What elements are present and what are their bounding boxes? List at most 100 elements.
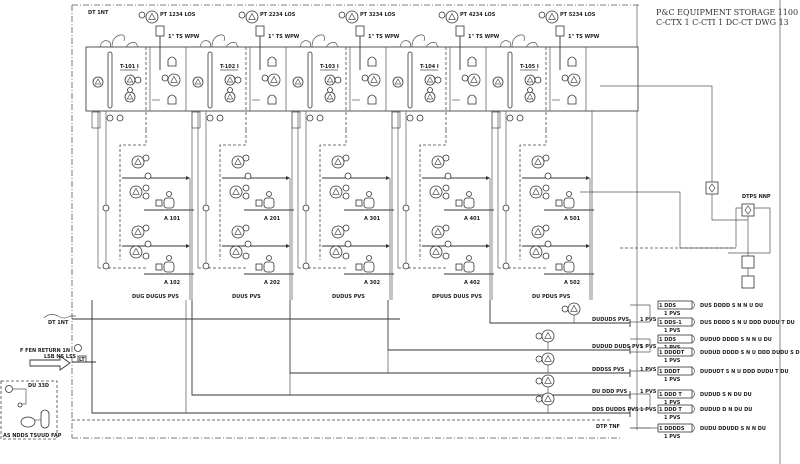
pump-instrument-icon bbox=[329, 185, 343, 199]
destination-line-tag: 1 PVS bbox=[664, 434, 681, 440]
analyzer-icon bbox=[245, 10, 259, 24]
gauge-icon bbox=[306, 114, 314, 122]
coupling-icon bbox=[355, 263, 363, 271]
gauge-icon bbox=[535, 395, 543, 403]
gauge-icon bbox=[535, 332, 543, 340]
gauge-icon bbox=[561, 74, 569, 82]
destination-line-tag: 1 PVS bbox=[664, 328, 681, 334]
gauge-icon bbox=[202, 204, 210, 212]
motor-icon bbox=[463, 261, 475, 273]
gauge-icon bbox=[416, 114, 424, 122]
gauge-icon bbox=[544, 172, 552, 180]
pump-a-label: A 201 bbox=[264, 216, 281, 222]
level-switch-icon bbox=[167, 94, 177, 105]
gauge-icon bbox=[242, 224, 250, 232]
gauge-icon bbox=[116, 114, 124, 122]
vent-stack-icon bbox=[155, 25, 165, 37]
analyzer-icon bbox=[392, 76, 404, 88]
gauge-icon bbox=[316, 114, 324, 122]
flow-arrow-icon bbox=[286, 176, 290, 180]
control-panel-label: DTPS NNP bbox=[742, 194, 771, 200]
analyzer-icon bbox=[492, 76, 504, 88]
gauge-icon bbox=[166, 255, 172, 261]
pump-instrument-icon bbox=[331, 155, 345, 169]
destination-tag-box bbox=[657, 347, 693, 357]
gauge-icon bbox=[438, 11, 446, 19]
outlet-header bbox=[489, 300, 631, 327]
destination-tag-box bbox=[657, 389, 693, 399]
level-switch-icon bbox=[567, 94, 577, 105]
coupling-icon bbox=[155, 263, 163, 271]
destination-label: DUDU DDUDD S N N DU bbox=[700, 426, 766, 432]
frame-bottom-tag: DTP TNF bbox=[596, 424, 620, 430]
coupling-icon bbox=[455, 199, 463, 207]
compressor-footer: AS NDDS TSUUD FAP bbox=[3, 433, 62, 439]
gauge-icon bbox=[542, 154, 550, 162]
gauge-icon bbox=[402, 204, 410, 212]
gauge-icon bbox=[142, 224, 150, 232]
stack-tag: 1" TS WPW bbox=[268, 34, 300, 40]
analyzer-icon bbox=[267, 73, 281, 87]
header-label: DUG DUGUS PVS bbox=[132, 294, 179, 300]
analyzer-icon bbox=[92, 76, 104, 88]
pump-instrument-icon bbox=[531, 225, 545, 239]
analyzer-icon bbox=[192, 76, 204, 88]
pump-instrument-icon bbox=[131, 225, 145, 239]
gauge-icon bbox=[266, 255, 272, 261]
gauge-icon bbox=[444, 240, 452, 248]
analyzer-icon bbox=[424, 74, 436, 86]
unit-top-tag: PT 1234 LOS bbox=[160, 12, 196, 18]
gauge-icon bbox=[502, 262, 510, 270]
analyzer-icon bbox=[292, 76, 304, 88]
gauge-icon bbox=[138, 11, 146, 19]
destination-tag: 1 DDS bbox=[659, 303, 677, 309]
gauge-icon bbox=[566, 191, 572, 197]
gauge-icon bbox=[344, 240, 352, 248]
destination-label: DUDUD D N DU DU bbox=[700, 407, 752, 413]
pump-b-label: A 202 bbox=[264, 280, 281, 286]
pump-instrument-icon bbox=[531, 155, 545, 169]
destination-arrow-icon bbox=[691, 366, 695, 376]
flow-arrow-icon bbox=[286, 244, 290, 248]
destination-tag-box bbox=[657, 366, 693, 376]
gauge-icon bbox=[542, 252, 550, 260]
destination-tag: 1 DDDDS bbox=[659, 426, 685, 432]
header-pipe bbox=[91, 300, 630, 414]
header-label: DUDUS PVS bbox=[332, 294, 365, 300]
pump-a-label: A 301 bbox=[364, 216, 381, 222]
destination-label: DUDUD DDDD S N N U DU bbox=[700, 337, 772, 343]
sensor-icon bbox=[741, 275, 755, 289]
vent-stack-icon bbox=[555, 25, 565, 37]
pipe-tag: 1 PVS bbox=[640, 344, 657, 350]
strainer-icon bbox=[91, 111, 101, 129]
pump-instrument-icon bbox=[331, 225, 345, 239]
pump-instrument-icon bbox=[529, 185, 543, 199]
gauge-icon bbox=[561, 305, 569, 313]
level-switch-icon bbox=[467, 56, 477, 67]
destination-line-tag: 1 PVS bbox=[664, 415, 681, 421]
outlet-header bbox=[91, 300, 631, 417]
gauge-icon bbox=[434, 76, 442, 84]
gauge-icon bbox=[161, 74, 169, 82]
destination-arrow-icon bbox=[691, 347, 695, 357]
tank-label: T-104 I bbox=[420, 64, 439, 70]
column-vessel-icon bbox=[407, 51, 413, 109]
header-line-label: DDS DUDDS PVS bbox=[592, 407, 639, 413]
pump-b-label: A 302 bbox=[364, 280, 381, 286]
pump-instrument-icon bbox=[129, 185, 143, 199]
destination-tag: 1 DDD T bbox=[659, 407, 682, 413]
level-switch-icon bbox=[167, 56, 177, 67]
unit-top-tag: PT 3234 LOS bbox=[360, 12, 396, 18]
title-block: P&C EQUIPMENT STORAGE 1100 C-CTX 1 C-CTI… bbox=[656, 8, 798, 27]
gauge-icon bbox=[542, 224, 550, 232]
destination-arrow-icon bbox=[691, 334, 695, 344]
gauge-icon bbox=[327, 87, 333, 93]
pump-a-label: A 401 bbox=[464, 216, 481, 222]
gauge-icon bbox=[516, 114, 524, 122]
motor-icon bbox=[163, 261, 175, 273]
pump-instrument-icon bbox=[229, 245, 243, 259]
gauge-icon bbox=[142, 154, 150, 162]
